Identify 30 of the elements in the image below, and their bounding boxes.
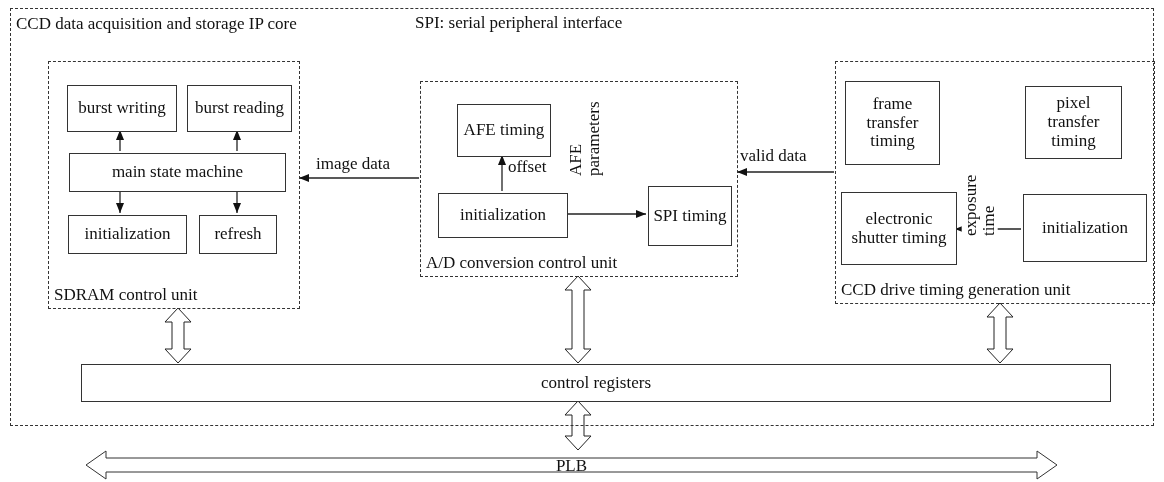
note-text: SPI: serial peripheral interface xyxy=(415,12,623,34)
process-box: burst writing xyxy=(67,85,177,132)
unit-heading: A/D conversion control unit xyxy=(426,251,618,273)
process-box: initialization xyxy=(1023,194,1147,262)
bus-arrow xyxy=(85,450,1058,480)
unit-heading: CCD drive timing generation unit xyxy=(841,278,1071,300)
hollow-double-arrow xyxy=(564,400,592,451)
unit-heading: CCD data acquisition and storage IP core xyxy=(16,13,297,35)
ip-core-boundary xyxy=(10,8,1154,426)
process-box: frame transfer timing xyxy=(845,81,940,165)
unit-boundary xyxy=(835,61,1155,304)
process-box: SPI timing xyxy=(648,186,732,246)
process-box: refresh xyxy=(199,215,277,254)
bus-label: PLB xyxy=(555,456,588,474)
process-box: initialization xyxy=(438,193,568,238)
process-box: AFE timing xyxy=(457,104,551,157)
hollow-double-arrow xyxy=(564,275,592,364)
unit-heading: SDRAM control unit xyxy=(54,283,198,305)
process-box: burst reading xyxy=(187,85,292,132)
process-box: control registers xyxy=(81,364,1111,402)
unit-boundary xyxy=(48,61,300,309)
process-box: initialization xyxy=(68,215,187,254)
edge-label: image data xyxy=(316,155,391,173)
arrow xyxy=(736,168,835,176)
process-box: electronic shutter timing xyxy=(841,192,957,265)
hollow-double-arrow xyxy=(164,307,192,364)
process-box: main state machine xyxy=(69,153,286,192)
process-box: pixel transfer timing xyxy=(1025,86,1122,159)
arrow xyxy=(298,174,420,182)
hollow-double-arrow xyxy=(986,302,1014,364)
